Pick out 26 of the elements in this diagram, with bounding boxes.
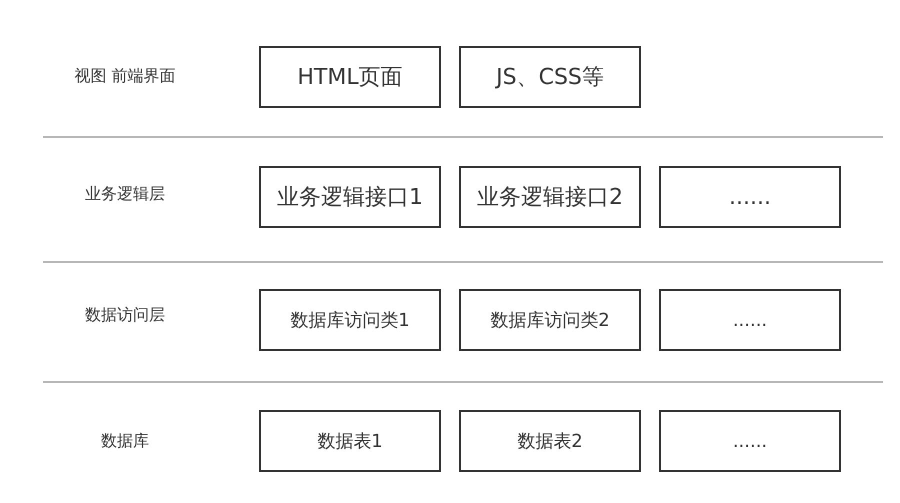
module-box xyxy=(259,410,441,472)
module-label: 业务逻辑接口2 xyxy=(477,184,623,212)
module-label: 数据库访问类2 xyxy=(490,309,610,332)
module-box xyxy=(259,289,441,351)
module-box xyxy=(459,289,641,351)
module-box xyxy=(659,166,841,228)
module-label: ...... xyxy=(732,310,768,330)
module-label: ...... xyxy=(729,184,771,210)
module-label: 数据表2 xyxy=(517,430,583,453)
module-box xyxy=(459,410,641,472)
module-box xyxy=(459,166,641,228)
layer-label: 数据访问层 xyxy=(85,304,165,326)
module-box xyxy=(259,46,441,108)
layer-label: 数据库 xyxy=(101,430,149,452)
module-box xyxy=(259,166,441,228)
module-label: 数据表1 xyxy=(317,430,383,453)
module-label: 数据库访问类1 xyxy=(290,309,410,332)
layer-label: 业务逻辑层 xyxy=(85,184,165,204)
module-label: JS、CSS等 xyxy=(496,64,604,92)
module-label: 业务逻辑接口1 xyxy=(277,184,423,212)
module-box xyxy=(659,289,841,351)
module-label: ...... xyxy=(732,430,768,452)
module-box xyxy=(659,410,841,472)
module-label: HTML页面 xyxy=(297,64,403,92)
module-box xyxy=(459,46,641,108)
layer-label: 视图 前端界面 xyxy=(74,66,176,86)
